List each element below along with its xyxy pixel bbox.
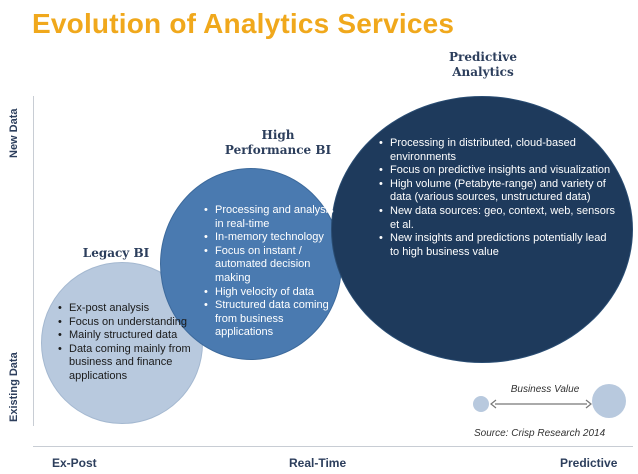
legacy-bi-title: Legacy BI (66, 246, 166, 261)
page-title: Evolution of Analytics Services (32, 8, 455, 39)
high-performance-bi-points: Processing and analysis in real-time In-… (202, 204, 344, 340)
x-axis-label-ex-post: Ex-Post (52, 456, 97, 470)
source-note: Source: Crisp Research 2014 (474, 428, 606, 439)
x-axis-line (33, 446, 633, 447)
predictive-analytics-points: Processing in distributed, cloud-based e… (377, 137, 617, 259)
list-item: Mainly structured data (56, 329, 206, 343)
x-axis-label-real-time: Real-Time (289, 456, 347, 470)
legacy-bi-points: Ex-post analysis Focus on understanding … (56, 302, 206, 384)
list-item: Focus on instant / automated decision ma… (202, 245, 344, 286)
high-performance-bi-title-line-2: Performance BI (224, 143, 332, 157)
list-item: Ex-post analysis (56, 302, 206, 316)
legend-business-value-label: Business Value (510, 384, 580, 395)
list-item: Processing in distributed, cloud-based e… (377, 137, 617, 164)
list-item: Processing and analysis in real-time (202, 204, 344, 231)
list-item: High volume (Petabyte-range) and variety… (377, 178, 617, 205)
list-item: Focus on understanding (56, 316, 206, 330)
high-performance-bi-title-line-1: High (261, 128, 295, 142)
high-performance-bi-title: High Performance BI (208, 128, 348, 158)
legend-large-circle (592, 384, 626, 418)
list-item: Data coming mainly from business and fin… (56, 343, 206, 384)
list-item: New insights and predictions potentially… (377, 232, 617, 259)
y-axis-label-existing-data: Existing Data (8, 352, 20, 422)
y-axis-line (33, 96, 34, 426)
predictive-analytics-title: Predictive Analytics (418, 50, 548, 80)
predictive-analytics-title-line-2: Analytics (452, 65, 514, 79)
double-arrow-icon (490, 399, 592, 409)
x-axis-label-predictive: Predictive (560, 456, 618, 470)
predictive-analytics-title-line-1: Predictive (449, 50, 517, 64)
list-item: High velocity of data (202, 286, 344, 300)
list-item: In-memory technology (202, 231, 344, 245)
legend-small-circle (473, 396, 489, 412)
y-axis-label-new-data: New Data (8, 108, 20, 158)
list-item: New data sources: geo, context, web, sen… (377, 205, 617, 232)
list-item: Structured data coming from business app… (202, 299, 344, 340)
list-item: Focus on predictive insights and visuali… (377, 164, 617, 178)
legacy-bi-title-line: Legacy BI (82, 246, 150, 260)
